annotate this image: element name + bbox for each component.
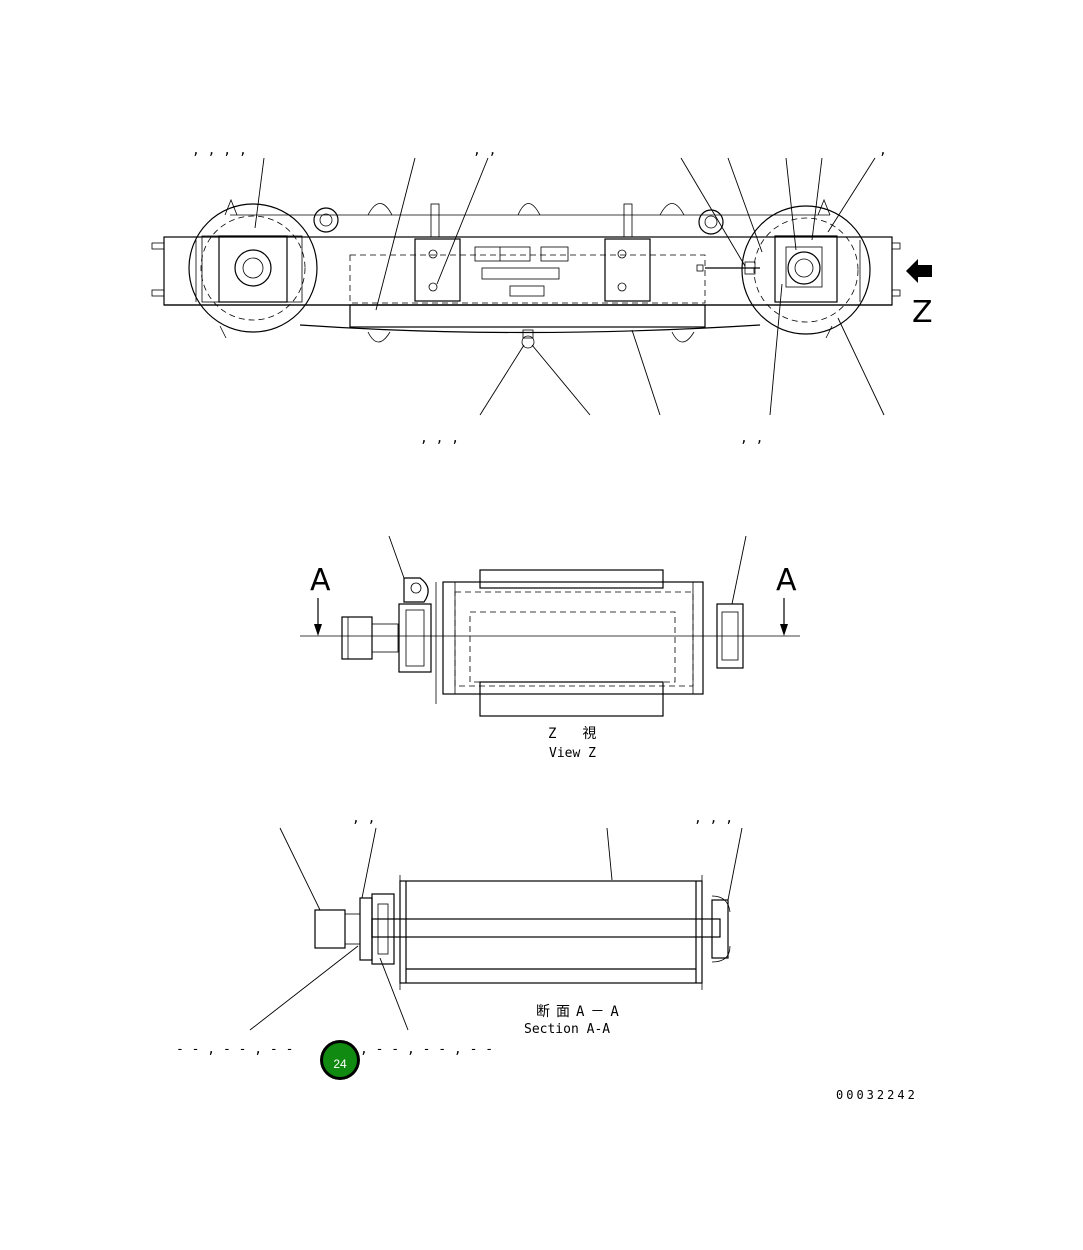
view-z-label-cjk: Z 視 <box>548 726 602 742</box>
callout-top-2: , , <box>473 143 496 158</box>
view-z: A A Z 視 View Z <box>300 535 800 761</box>
side-view: Z , , , , , , , , , , , , <box>151 143 933 446</box>
section-marker-right: A <box>776 563 797 598</box>
view-z-label-en: View Z <box>549 746 596 761</box>
callout-footer-left: - - , - - , - - <box>176 1042 293 1057</box>
drawing-code: 00032242 <box>836 1088 918 1102</box>
section-a-a: , , , , , 断面A－A Section A-A <box>249 811 743 1037</box>
callout-top-4: , , , <box>420 431 459 446</box>
callout-sec-1: , , <box>352 811 375 826</box>
callout-top-5: , , <box>740 431 763 446</box>
callout-footer-right: , - - , - - , - - <box>360 1042 493 1057</box>
badge-number: 24 <box>333 1057 347 1071</box>
page-badge[interactable]: 24 <box>320 1040 360 1080</box>
section-label-en: Section A-A <box>524 1022 610 1037</box>
section-marker-left: A <box>310 563 331 598</box>
callout-top-1: , , , , <box>192 143 247 158</box>
z-marker: Z <box>912 295 933 330</box>
callout-sec-2: , , , <box>694 811 733 826</box>
badge-circle <box>323 1043 357 1077</box>
view-direction-arrow-icon <box>906 259 932 283</box>
callout-top-3: , <box>879 143 887 158</box>
section-label-cjk: 断面A－A <box>536 1004 625 1020</box>
